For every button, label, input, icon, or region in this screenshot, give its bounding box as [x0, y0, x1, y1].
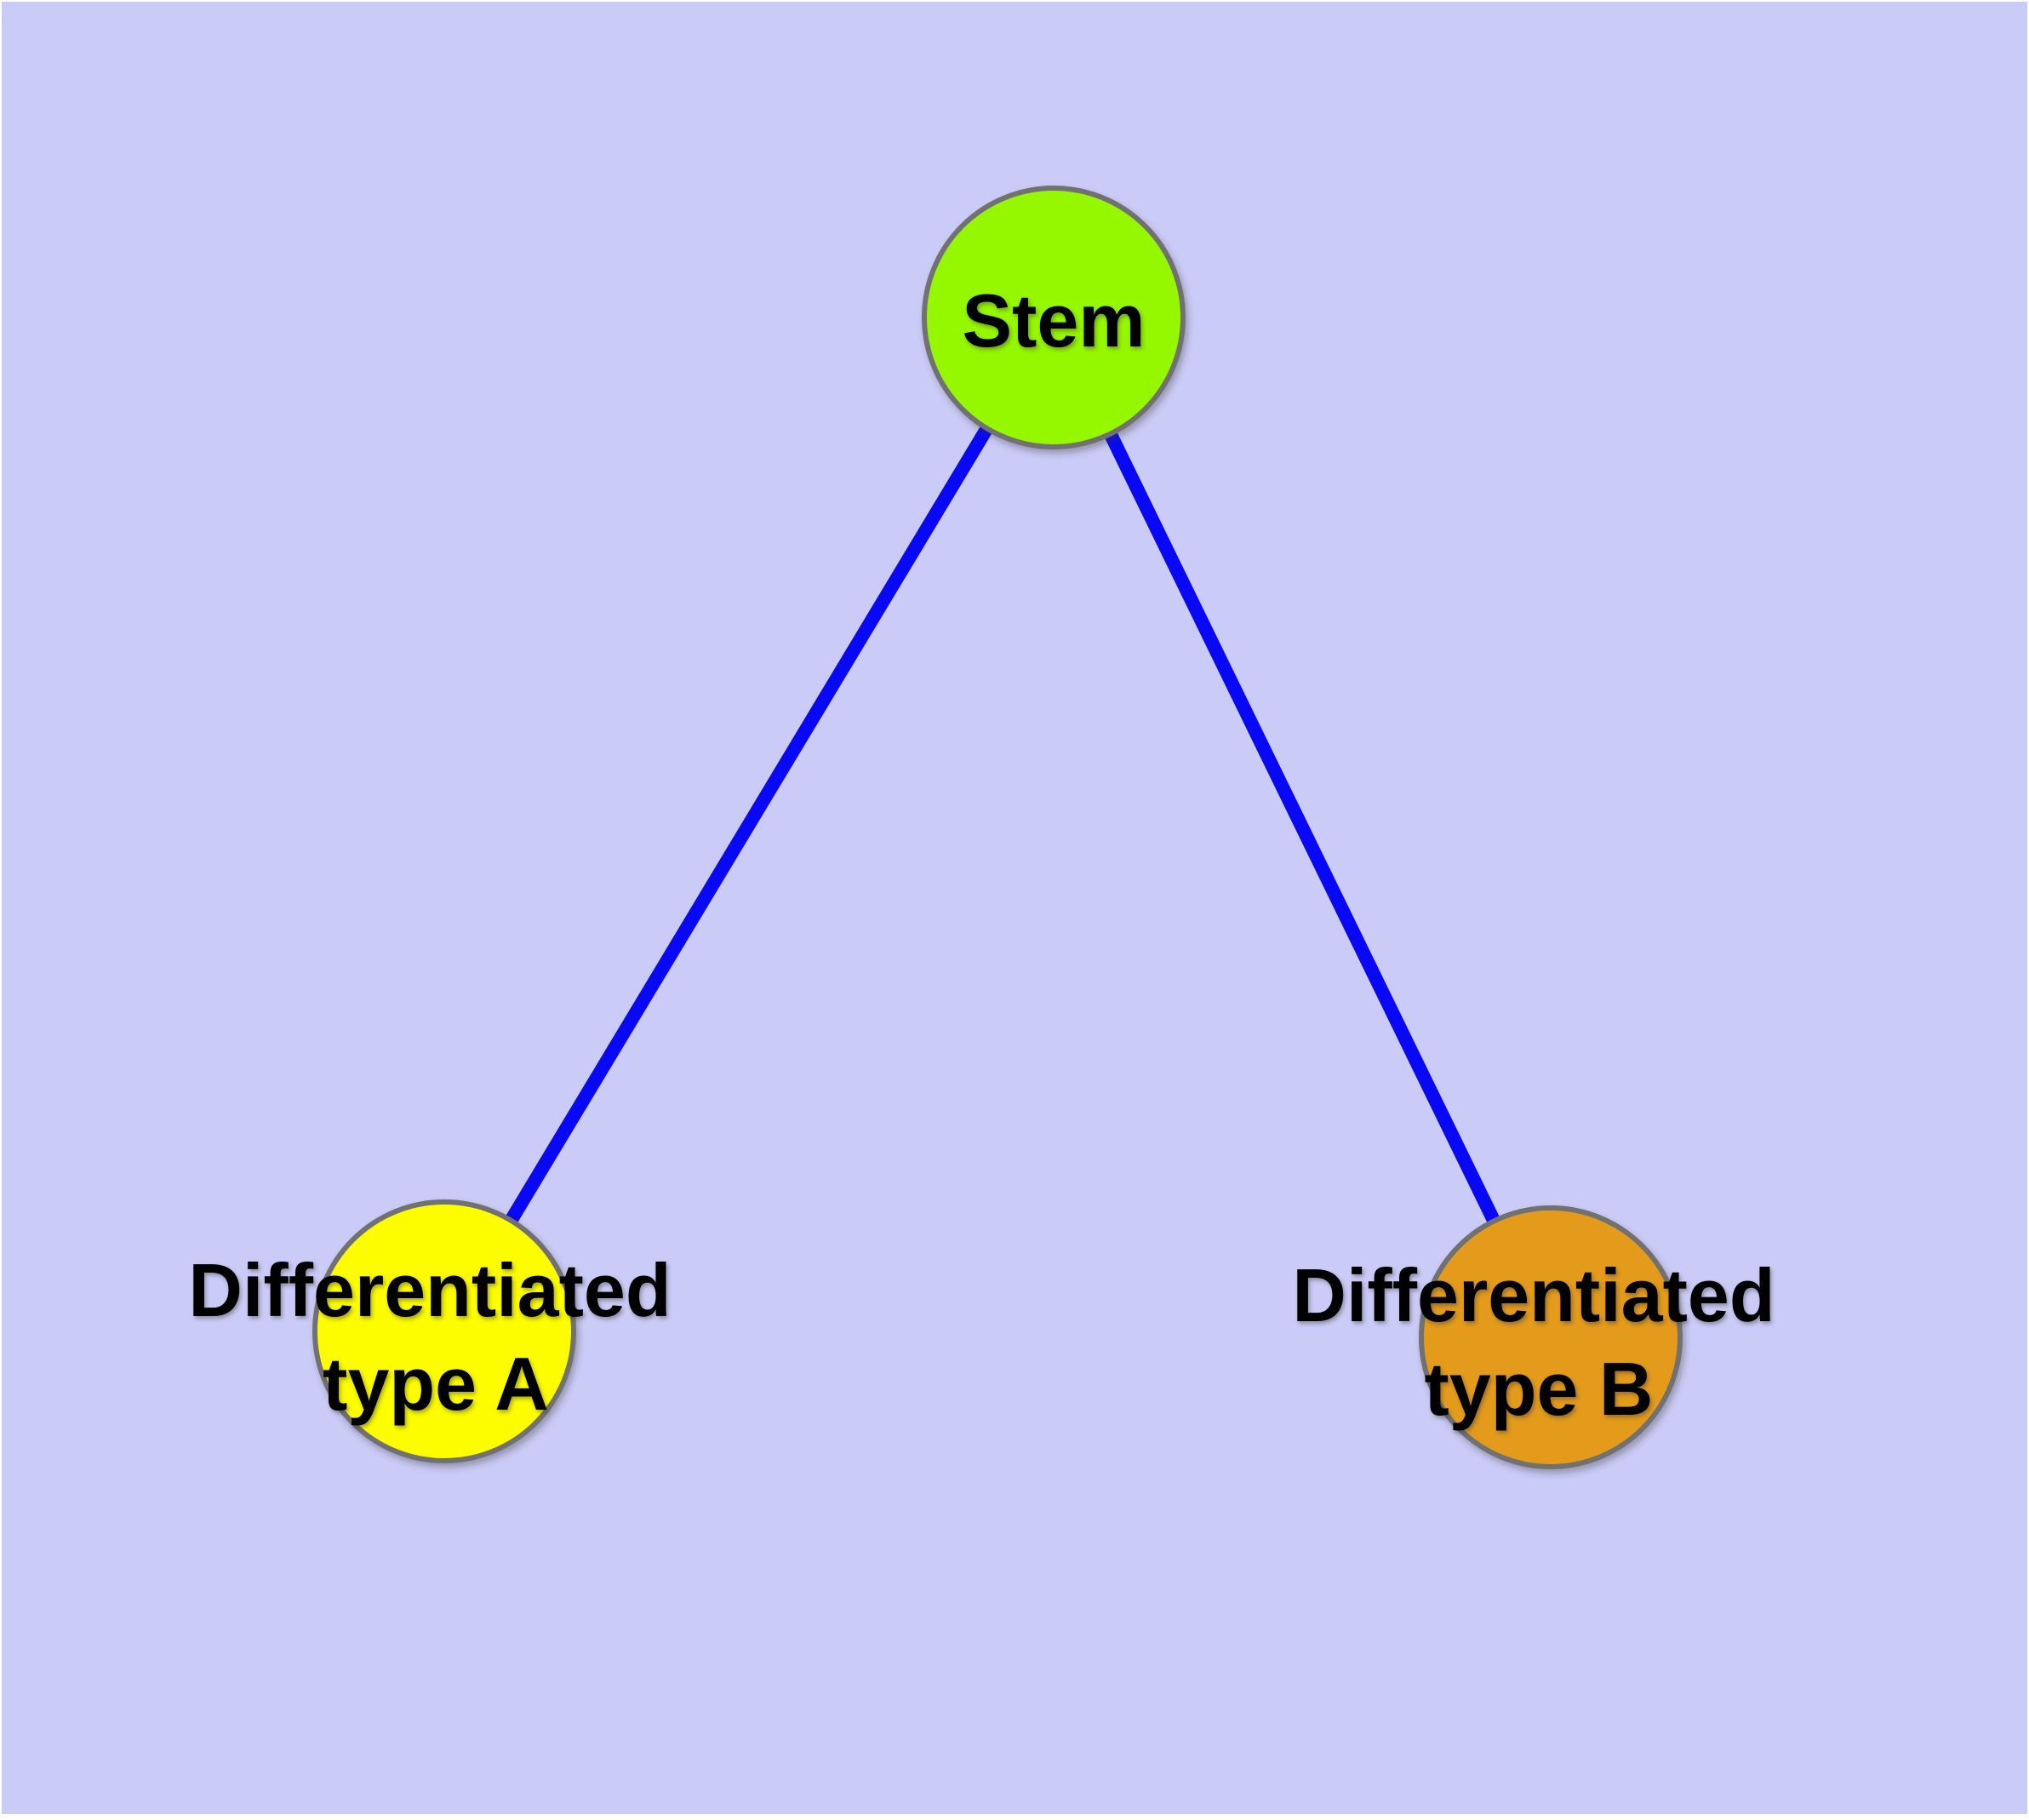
node-type-b-circle [1419, 1205, 1683, 1469]
node-type-a-label-line1: Differentiated [188, 1248, 671, 1332]
node-type-a-label-line2: type A [323, 1342, 549, 1426]
node-group [312, 186, 1683, 1469]
edge-stem-to-type-b [1047, 314, 1557, 1341]
node-type-a-circle [312, 1199, 576, 1463]
node-stem-label: Stem [962, 278, 1145, 363]
node-type-b-label-line1: Differentiated [1292, 1253, 1775, 1337]
node-stem-circle [922, 186, 1186, 449]
label-group: Stem Differentiated type A Differentiate… [188, 278, 1775, 1431]
edge-group [438, 313, 1557, 1341]
edge-stem-to-type-a [438, 313, 1060, 1336]
node-type-b-label-line2: type B [1425, 1347, 1654, 1431]
